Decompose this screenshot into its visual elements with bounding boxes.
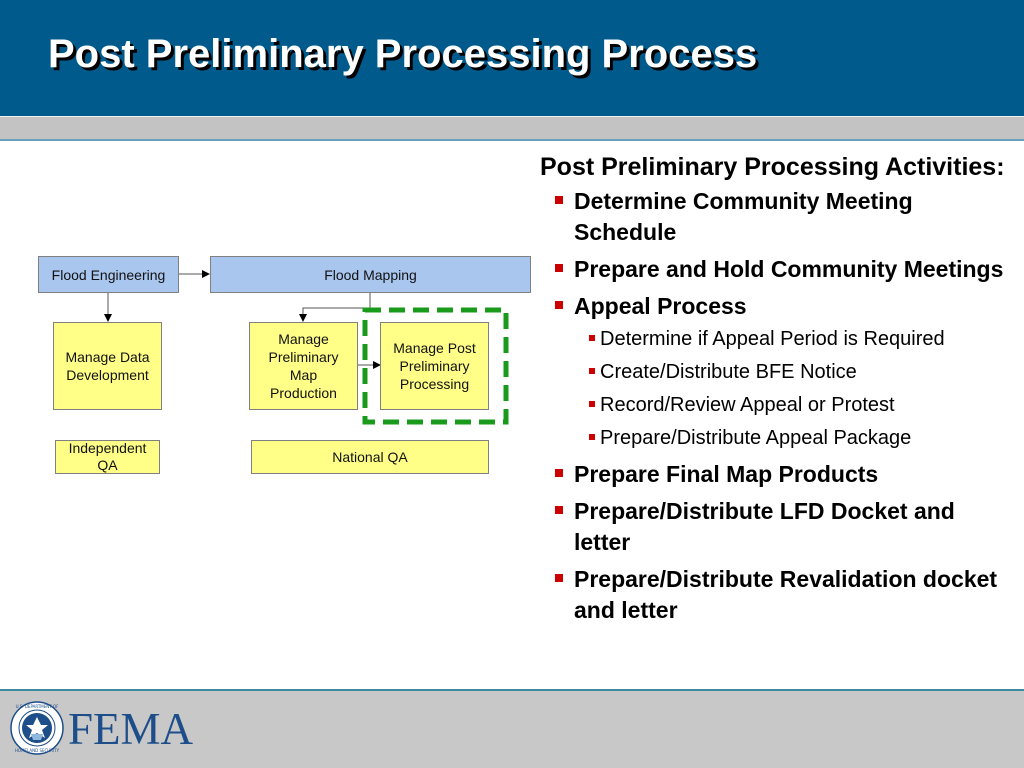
footer-bar: U.S. DEPARTMENT OF HOMELAND SECURITY FEM… bbox=[0, 691, 1024, 768]
svg-text:HOMELAND SECURITY: HOMELAND SECURITY bbox=[15, 748, 60, 753]
flood-mapping-box: Flood Mapping bbox=[210, 256, 531, 293]
highlight-dashed-border bbox=[362, 307, 509, 425]
page-title: Post Preliminary Processing Process bbox=[48, 32, 758, 76]
sub-activity-label: Record/Review Appeal or Protest bbox=[600, 394, 895, 416]
national-qa-label: National QA bbox=[332, 449, 408, 465]
bullet-square-icon bbox=[555, 196, 563, 204]
list-item: Appeal Process Determine if Appeal Perio… bbox=[554, 291, 1010, 453]
sub-list-item: Determine if Appeal Period is Required bbox=[588, 324, 1010, 354]
footer-divider-line bbox=[0, 689, 1024, 691]
activities-panel: Post Preliminary Processing Activities: … bbox=[540, 150, 1010, 632]
dhs-seal-icon: U.S. DEPARTMENT OF HOMELAND SECURITY bbox=[10, 701, 64, 755]
bullet-square-icon bbox=[555, 574, 563, 582]
sub-activity-label: Determine if Appeal Period is Required bbox=[600, 328, 945, 350]
activity-label: Appeal Process bbox=[574, 293, 747, 319]
manage-data-development-label: Manage Data Development bbox=[65, 349, 150, 383]
sub-activity-label: Prepare/Distribute Appeal Package bbox=[600, 427, 912, 449]
manage-post-preliminary-processing-box: Manage Post Preliminary Processing bbox=[380, 322, 489, 410]
list-item: Prepare and Hold Community Meetings bbox=[554, 254, 1010, 285]
bullet-square-icon bbox=[555, 301, 563, 309]
activities-title: Post Preliminary Processing Activities: bbox=[540, 153, 1005, 181]
manage-preliminary-map-production-box: Manage Preliminary Map Production bbox=[249, 322, 358, 410]
bullet-square-icon bbox=[555, 264, 563, 272]
sub-activity-label: Create/Distribute BFE Notice bbox=[600, 361, 857, 383]
manage-preliminary-map-production-label: Manage Preliminary Map Production bbox=[268, 331, 339, 401]
activities-list: Determine Community Meeting Schedule Pre… bbox=[540, 186, 1010, 626]
list-item: Prepare/Distribute Revalidation docket a… bbox=[554, 564, 1010, 626]
independent-qa-label: Independent QA bbox=[68, 440, 147, 473]
sub-list-item: Record/Review Appeal or Protest bbox=[588, 390, 1010, 420]
activity-label: Prepare and Hold Community Meetings bbox=[574, 256, 1004, 282]
bullet-square-icon bbox=[589, 401, 595, 407]
bullet-square-icon bbox=[589, 335, 595, 341]
flood-engineering-label: Flood Engineering bbox=[51, 266, 166, 283]
svg-text:U.S. DEPARTMENT OF: U.S. DEPARTMENT OF bbox=[16, 704, 60, 709]
bullet-square-icon bbox=[555, 469, 563, 477]
sub-list-item: Create/Distribute BFE Notice bbox=[588, 357, 1010, 387]
bullet-square-icon bbox=[589, 368, 595, 374]
activity-label: Prepare/Distribute LFD Docket and letter bbox=[574, 498, 955, 555]
flood-mapping-label: Flood Mapping bbox=[324, 266, 417, 283]
title-bar: Post Preliminary Processing Process bbox=[0, 0, 1024, 116]
header-divider-band bbox=[0, 116, 1024, 139]
list-item: Prepare/Distribute LFD Docket and letter bbox=[554, 496, 1010, 558]
activity-label: Prepare/Distribute Revalidation docket a… bbox=[574, 566, 998, 623]
bullet-square-icon bbox=[589, 434, 595, 440]
header-divider-line bbox=[0, 139, 1024, 141]
manage-data-development-box: Manage Data Development bbox=[53, 322, 162, 410]
list-item: Prepare Final Map Products bbox=[554, 459, 1010, 490]
national-qa-box: National QA bbox=[251, 440, 489, 474]
activity-label: Prepare Final Map Products bbox=[574, 461, 879, 487]
appeal-sublist: Determine if Appeal Period is Required C… bbox=[574, 324, 1010, 453]
independent-qa-box: Independent QA bbox=[55, 440, 160, 474]
bullet-square-icon bbox=[555, 506, 563, 514]
fema-logo-text: FEMA bbox=[68, 704, 194, 754]
process-diagram-connectors bbox=[104, 270, 509, 425]
list-item: Determine Community Meeting Schedule bbox=[554, 186, 1010, 248]
flood-engineering-box: Flood Engineering bbox=[38, 256, 179, 293]
arrow-mapping-to-preliminary-production bbox=[299, 293, 371, 322]
activity-label: Determine Community Meeting Schedule bbox=[574, 188, 913, 245]
manage-post-preliminary-processing-label: Manage Post Preliminary Processing bbox=[393, 340, 476, 392]
sub-list-item: Prepare/Distribute Appeal Package bbox=[588, 423, 1010, 453]
